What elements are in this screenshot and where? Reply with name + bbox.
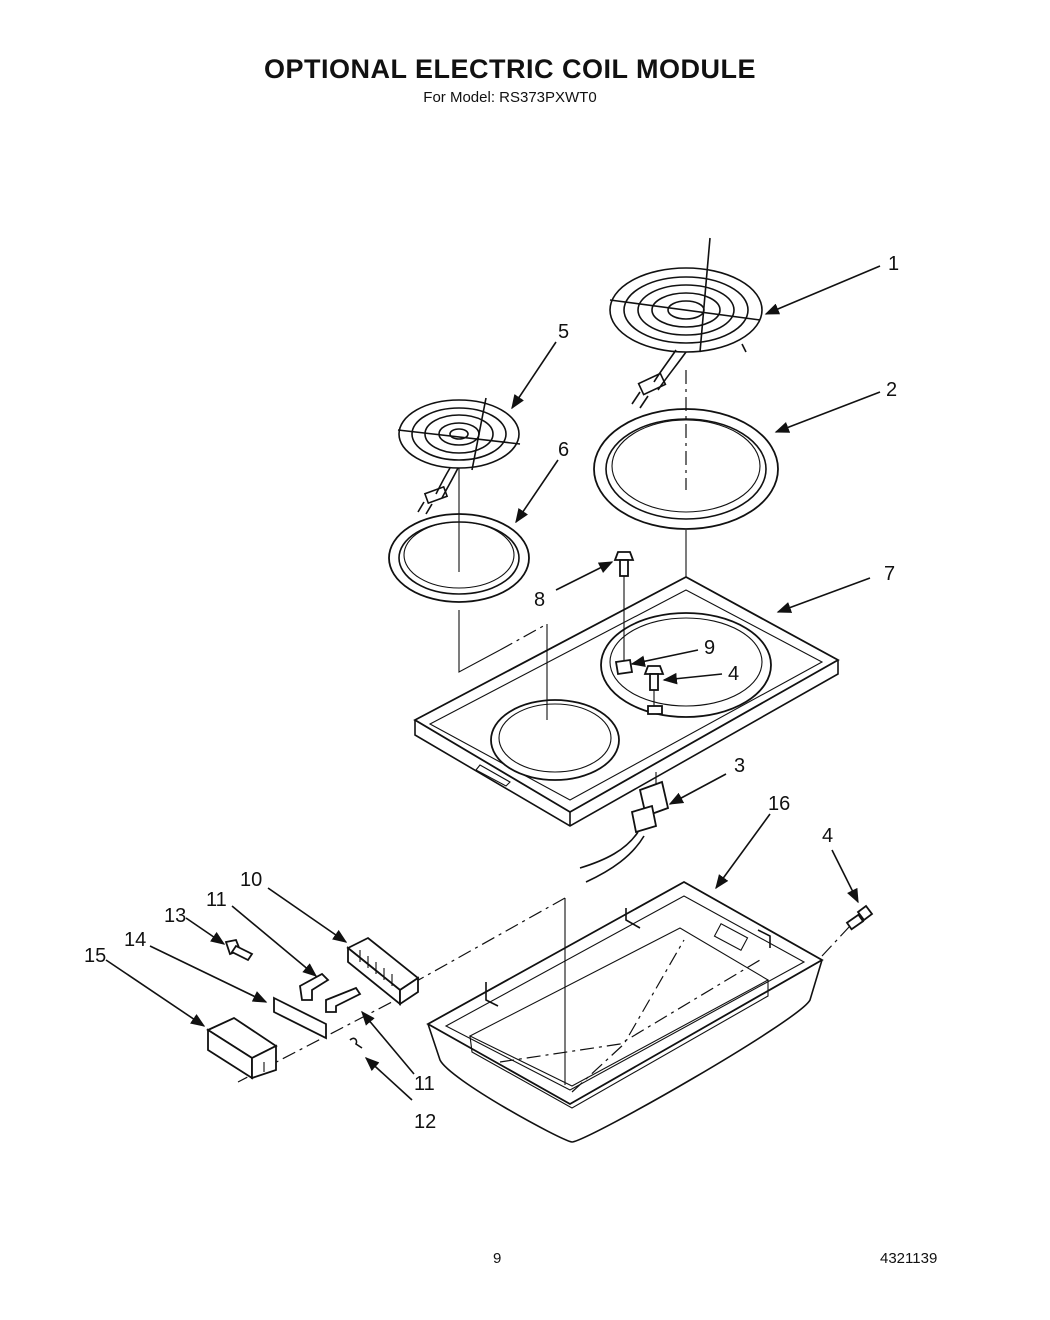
- callout-6: 6: [558, 439, 569, 461]
- bracket-11-lower: [325, 986, 362, 1013]
- callout-14: 14: [124, 929, 146, 951]
- callout-15: 15: [84, 945, 106, 967]
- large-coil-element: [609, 237, 763, 409]
- callout-13: 13: [164, 905, 186, 927]
- spring-clip-12: [349, 1037, 363, 1049]
- callout-10: 10: [240, 869, 262, 891]
- callout-11-lower: 11: [414, 1073, 435, 1095]
- document-number: 4321139: [880, 1250, 938, 1267]
- callout-8: 8: [534, 589, 545, 611]
- callout-11-upper: 11: [206, 889, 227, 911]
- burner-box-pan: [426, 880, 824, 1143]
- model-subtitle: For Model: RS373PXWT0: [423, 89, 597, 106]
- screw-4-right: [845, 904, 874, 931]
- callout-12: 12: [414, 1111, 436, 1133]
- callout-16: 16: [768, 793, 790, 815]
- callout-3: 3: [734, 755, 745, 777]
- screw-13: [224, 938, 254, 962]
- terminal-cover-15: [206, 1016, 278, 1080]
- callout-1: 1: [888, 253, 899, 275]
- bracket-plate-14: [273, 996, 327, 1040]
- callout-9: 9: [704, 637, 715, 659]
- screw-4-upper: [643, 665, 665, 715]
- callout-5: 5: [558, 321, 569, 343]
- callout-2: 2: [886, 379, 897, 401]
- page-title: OPTIONAL ELECTRIC COIL MODULE: [263, 54, 756, 84]
- large-trim-ring: [593, 408, 779, 530]
- page-number: 9: [493, 1250, 502, 1267]
- clip-9: [614, 658, 634, 676]
- callout-4-right: 4: [822, 825, 833, 847]
- callout-4-upper: 4: [728, 663, 739, 685]
- screw-8: [613, 551, 635, 577]
- cooktop-panel: [413, 575, 840, 827]
- leader-arrows: [105, 265, 881, 1101]
- wire-harness-connector: [579, 772, 670, 883]
- terminal-block: [346, 936, 420, 1006]
- bracket-11-upper: [299, 972, 330, 1001]
- callout-7: 7: [884, 563, 895, 585]
